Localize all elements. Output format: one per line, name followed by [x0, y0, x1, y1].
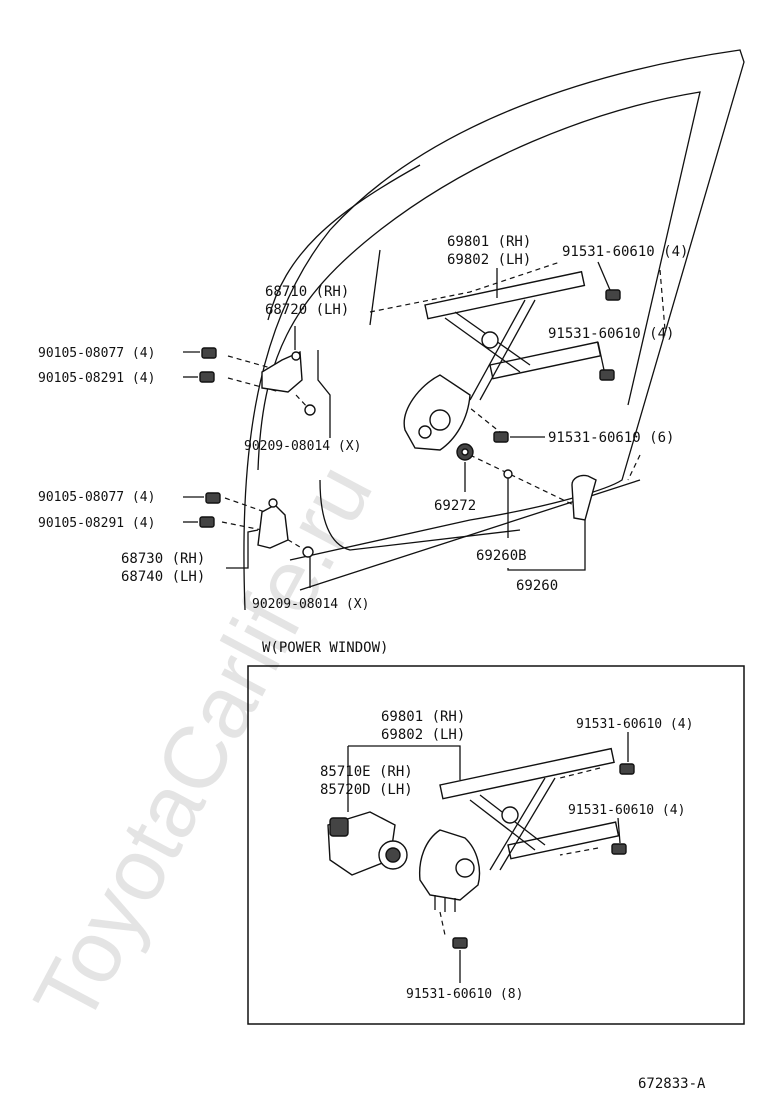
power-window-regulator	[418, 747, 620, 912]
part-label-68730-rh: 68730 (RH)	[121, 551, 205, 567]
hinge-lower	[257, 498, 289, 549]
power-window-box	[247, 665, 745, 1025]
part-label-85710e-rh: 85710E (RH)	[320, 764, 413, 780]
watermark-text: ToyotaCarlife.ru	[14, 448, 391, 1039]
part-label-90105-08077-b: 90105-08077 (4)	[38, 490, 155, 505]
label-leaders	[183, 261, 611, 588]
part-label-90105-08291-a: 90105-08291 (4)	[38, 371, 155, 386]
part-label-90209-08014-a: 90209-08014 (X)	[244, 439, 361, 454]
figure-id: 672833-A	[638, 1076, 706, 1092]
part-label-68720-lh: 68720 (LH)	[265, 302, 349, 318]
part-label-69802-lh-box: 69802 (LH)	[381, 727, 465, 743]
power-window-motor	[327, 811, 408, 876]
part-label-91531-c: 91531-60610 (6)	[548, 430, 674, 446]
part-label-68710-rh: 68710 (RH)	[265, 284, 349, 300]
part-label-90105-08291-b: 90105-08291 (4)	[38, 516, 155, 531]
power-window-leaders	[347, 732, 629, 983]
section-title-power-window: W(POWER WINDOW)	[262, 640, 388, 656]
bolt-icons	[199, 289, 621, 558]
power-window-bolts	[452, 763, 635, 949]
part-label-85720d-lh: 85720D (LH)	[320, 782, 413, 798]
window-regulator	[403, 270, 602, 451]
part-label-69801-rh-top: 69801 (RH)	[447, 234, 531, 250]
part-label-91531-b: 91531-60610 (4)	[548, 326, 674, 342]
part-label-91531-f: 91531-60610 (8)	[406, 987, 523, 1002]
part-label-69260b: 69260B	[476, 548, 527, 564]
run-channel	[571, 474, 597, 521]
part-label-91531-e: 91531-60610 (4)	[568, 803, 685, 818]
hinge-upper	[261, 350, 303, 393]
part-label-91531-a: 91531-60610 (4)	[562, 244, 688, 260]
part-label-90105-08077-a: 90105-08077 (4)	[38, 346, 155, 361]
part-label-90209-08014-b: 90209-08014 (X)	[252, 597, 369, 612]
part-label-69260: 69260	[516, 578, 558, 594]
part-label-69802-lh-top: 69802 (LH)	[447, 252, 531, 268]
part-label-69272: 69272	[434, 498, 476, 514]
part-label-68740-lh: 68740 (LH)	[121, 569, 205, 585]
part-label-91531-d: 91531-60610 (4)	[576, 717, 693, 732]
part-label-69801-rh-box: 69801 (RH)	[381, 709, 465, 725]
